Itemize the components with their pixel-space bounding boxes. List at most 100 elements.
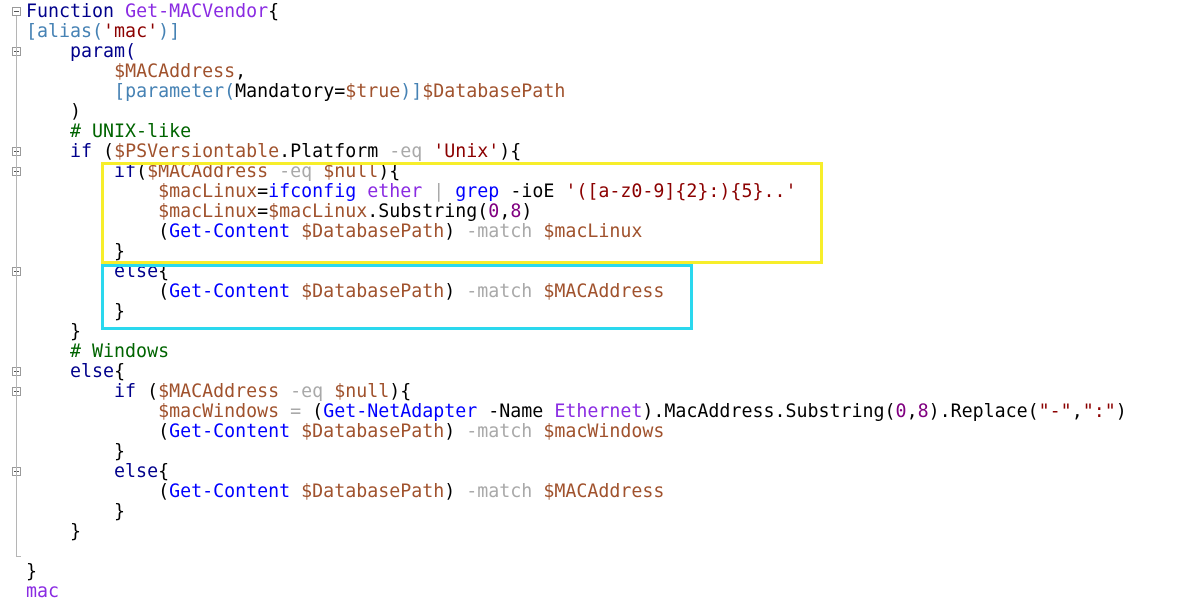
code-token: ifconfig — [268, 181, 368, 202]
code-token: $MACAddress — [114, 61, 236, 82]
code-token: ether — [367, 181, 434, 202]
code-line: else{ — [26, 362, 1127, 382]
code-token: $null — [334, 381, 390, 402]
code-line: # UNIX-like — [26, 122, 1127, 142]
code-token: $macWindows — [158, 401, 291, 422]
code-token: } — [26, 321, 82, 342]
code-token: $DatabasePath — [301, 221, 445, 242]
code-line: $macLinux=ifconfig ether | grep -ioE '([… — [26, 182, 1127, 202]
code-token: if — [26, 141, 104, 162]
code-token: ( — [136, 161, 148, 182]
code-line: if($MACAddress -eq $null){ — [26, 162, 1127, 182]
code-token: $DatabasePath — [301, 281, 445, 302]
code-token: -eq — [279, 161, 324, 182]
code-token: "-" — [1038, 401, 1072, 422]
code-token: 0 — [488, 201, 500, 222]
code-token: Get-Content — [169, 281, 302, 302]
code-token: grep — [455, 181, 511, 202]
code-token: Get-Content — [169, 221, 302, 242]
code-line: ) — [26, 102, 1127, 122]
code-line: (Get-Content $DatabasePath) -match $macL… — [26, 222, 1127, 242]
highlight-box-yellow — [101, 162, 823, 264]
code-line: # Windows — [26, 342, 1127, 362]
code-line: [parameter(Mandatory=$true)]$DatabasePat… — [26, 82, 1127, 102]
code-token: ":" — [1082, 401, 1116, 422]
code-token: { — [268, 1, 280, 22]
code-token: } — [26, 561, 38, 582]
fold-guide-end — [16, 556, 21, 557]
code-token: ){ — [389, 381, 412, 402]
code-token: '([a-z0-9]{2}:){5}..' — [565, 181, 797, 202]
code-token: $true — [345, 81, 401, 102]
code-token — [26, 61, 114, 82]
fold-toggle-function-icon[interactable] — [12, 7, 21, 16]
code-line: } — [26, 242, 1127, 262]
code-line: } — [26, 522, 1127, 542]
code-token: , — [499, 201, 511, 222]
code-token: -match — [466, 481, 544, 502]
code-token: # Windows — [26, 341, 170, 362]
code-token: ).MacAddress.Substring( — [642, 401, 896, 422]
code-token: else — [26, 361, 115, 382]
code-token: $DatabasePath — [301, 481, 445, 502]
code-line: param( — [26, 42, 1127, 62]
code-token: } — [26, 521, 82, 542]
code-token: [alias( — [26, 21, 104, 42]
code-line: } — [26, 322, 1127, 342]
code-token: ){ — [499, 141, 522, 162]
code-token: -eq — [290, 381, 335, 402]
code-token: Get-MACVendor — [125, 1, 269, 22]
code-token: } — [26, 241, 126, 262]
code-token — [26, 81, 114, 102]
code-line: mac — [26, 582, 1127, 602]
code-token: Get-NetAdapter — [323, 401, 489, 422]
code-line: } — [26, 302, 1127, 322]
code-token: param( — [26, 41, 137, 62]
code-token: -match — [466, 221, 544, 242]
code-line: else{ — [26, 462, 1127, 482]
code-token: ) — [1115, 401, 1127, 422]
code-token: $MACAddress — [543, 481, 665, 502]
code-token: $macWindows — [543, 421, 665, 442]
code-token: , — [906, 401, 918, 422]
highlight-box-cyan — [101, 264, 693, 330]
code-line: } — [26, 502, 1127, 522]
code-token: ) — [26, 101, 82, 122]
code-token: $macLinux — [543, 221, 643, 242]
fold-guide-line — [16, 16, 17, 556]
code-token: , — [1071, 401, 1083, 422]
code-token: $DatabasePath — [301, 421, 445, 442]
code-token: mac — [26, 581, 60, 602]
code-token: Get-Content — [169, 481, 302, 502]
code-token: ( — [103, 141, 115, 162]
code-line — [26, 542, 1127, 562]
code-line: $macLinux=$macLinux.Substring(0,8) — [26, 202, 1127, 222]
code-token: $macLinux — [268, 201, 368, 222]
code-token: { — [114, 361, 126, 382]
code-token: $PSVersiontable — [114, 141, 280, 162]
code-token: if — [26, 161, 137, 182]
code-token: = — [290, 401, 313, 422]
code-token: Function — [26, 1, 126, 22]
code-token: [parameter( — [114, 81, 236, 102]
code-token: ) — [444, 221, 467, 242]
code-token: ( — [26, 221, 170, 242]
code-line: if ($MACAddress -eq $null){ — [26, 382, 1127, 402]
code-line: (Get-Content $DatabasePath) -match $macW… — [26, 422, 1127, 442]
code-token: if — [26, 381, 148, 402]
code-token: # UNIX-like — [26, 121, 192, 142]
code-token: 8 — [510, 201, 522, 222]
code-token: $MACAddress — [543, 281, 665, 302]
code-token: 'Unix' — [433, 141, 500, 162]
code-token — [26, 401, 158, 422]
code-token: $MACAddress — [147, 161, 280, 182]
code-token: -match — [466, 281, 544, 302]
code-token: = — [257, 181, 269, 202]
code-token: = — [257, 201, 269, 222]
code-token: ) — [444, 421, 467, 442]
code-token: $macLinux — [158, 181, 258, 202]
code-token: Ethernet — [554, 401, 643, 422]
code-token: ).Replace( — [928, 401, 1039, 422]
code-token: } — [26, 441, 126, 462]
